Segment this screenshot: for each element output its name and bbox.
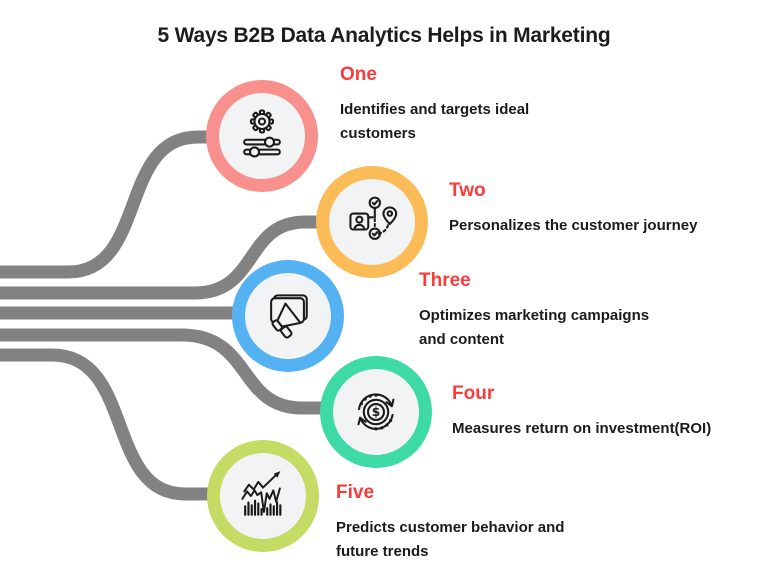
item-circle-five (207, 440, 319, 552)
item-description: Personalizes the customer journey (449, 217, 698, 234)
item-disc-two (329, 179, 415, 265)
item-circle-three (232, 260, 344, 372)
trend-chart-icon (241, 471, 282, 516)
item-description: Optimizes marketing campaigns and conten… (419, 307, 650, 348)
item-disc-three (245, 273, 331, 359)
item-block-five: Five Predicts customer behavior and futu… (336, 482, 586, 564)
connector-path-5 (0, 348, 212, 501)
customer-journey-icon (349, 196, 398, 240)
gear-sliders-icon (243, 109, 281, 158)
item-number-label: Three (419, 270, 471, 291)
svg-text:$: $ (372, 405, 380, 419)
item-circle-four: $ (320, 356, 432, 468)
item-description: Identifies and targets ideal customers (340, 101, 530, 142)
connector-path-4 (0, 328, 325, 415)
item-block-one: One Identifies and targets ideal custome… (340, 64, 572, 146)
roi-cycle-icon: $ (357, 393, 395, 431)
item-disc-four: $ (333, 369, 419, 455)
item-number-label: Four (452, 383, 495, 404)
item-circle-one (206, 80, 318, 192)
item-circle-two (316, 166, 428, 278)
page-title: 5 Ways B2B Data Analytics Helps in Marke… (157, 24, 611, 47)
item-number-label: Five (336, 482, 375, 503)
item-disc-five (220, 453, 306, 539)
item-description: Measures return on investment(ROI) (452, 420, 712, 437)
item-block-two: Two Personalizes the customer journey (449, 180, 759, 238)
item-block-three: Three Optimizes marketing campaigns and … (419, 270, 674, 352)
megaphone-icon (270, 294, 308, 339)
item-number-label: One (340, 64, 377, 85)
item-block-four: Four Measures return on investment(ROI) (452, 383, 762, 441)
item-disc-one (219, 93, 305, 179)
item-description: Predicts customer behavior and future tr… (336, 519, 565, 560)
connector-path-1 (0, 130, 215, 279)
item-number-label: Two (449, 180, 486, 201)
connector-path-2 (0, 215, 322, 300)
